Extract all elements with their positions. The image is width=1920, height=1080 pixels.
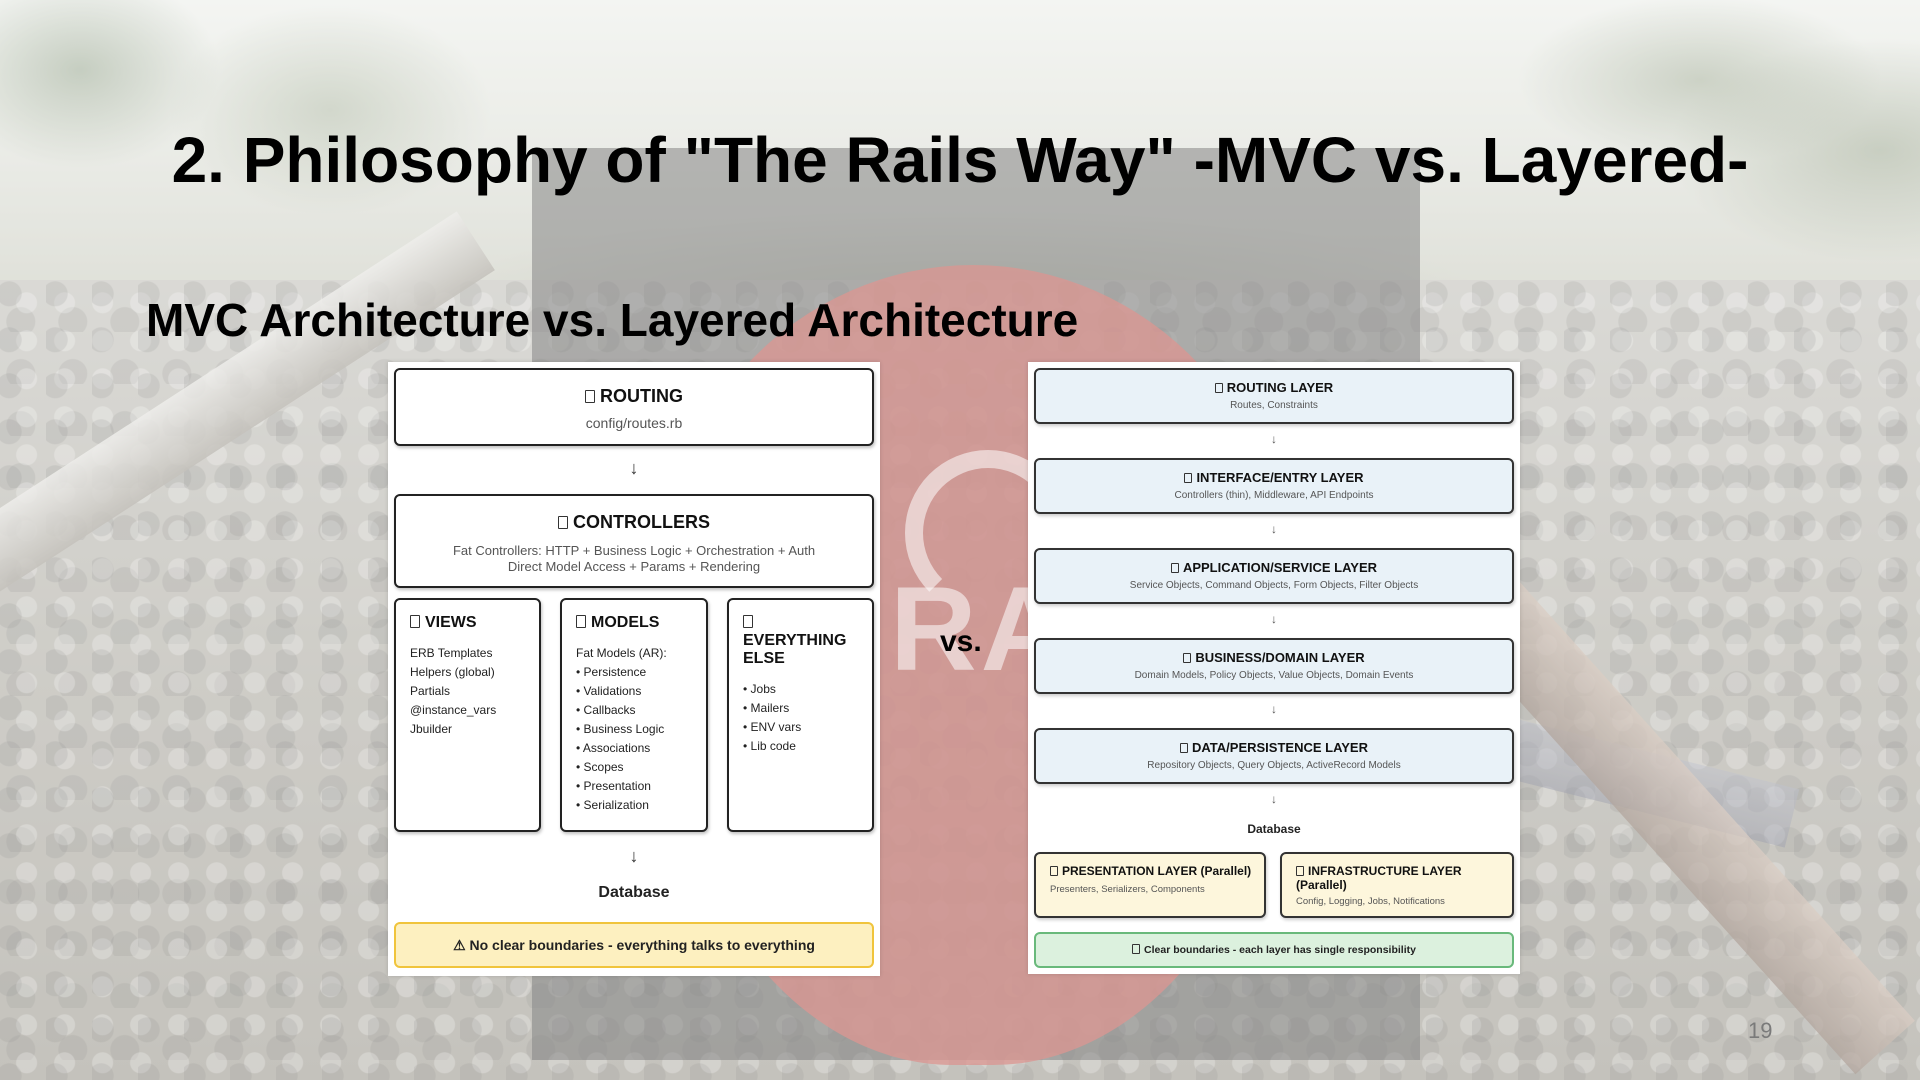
- list-item: • Presentation: [576, 779, 651, 793]
- mvc-models-title: MODELS: [591, 614, 660, 631]
- mvc-views-list: ERB Templates Helpers (global) Partials …: [410, 644, 539, 739]
- box-glyph-icon: [1214, 383, 1223, 393]
- list-item: • ENV vars: [743, 720, 802, 734]
- mvc-diagram: ROUTING config/routes.rb ↓ CONTROLLERS F…: [388, 362, 880, 976]
- mvc-controllers-box: CONTROLLERS Fat Controllers: HTTP + Busi…: [394, 494, 874, 588]
- infrastructure-layer-subtitle: Config, Logging, Jobs, Notifications: [1296, 896, 1445, 907]
- list-item: • Scopes: [576, 760, 624, 774]
- layer-title: INTERFACE/ENTRY LAYER: [1196, 470, 1364, 485]
- layer-subtitle: Repository Objects, Query Objects, Activ…: [1147, 760, 1401, 771]
- data-persistence-layer-box: DATA/PERSISTENCE LAYER Repository Object…: [1034, 728, 1514, 784]
- box-glyph-icon: [558, 516, 568, 529]
- mvc-everything-else-box: EVERYTHING ELSE • Jobs • Mailers • ENV v…: [727, 598, 874, 832]
- mvc-views-box: VIEWS ERB Templates Helpers (global) Par…: [394, 598, 541, 832]
- layer-title: ROUTING LAYER: [1226, 380, 1334, 395]
- routing-layer-box: ROUTING LAYER Routes, Constraints: [1034, 368, 1514, 424]
- layer-arrow-down-icon: ↓: [1271, 522, 1277, 536]
- list-item: • Business Logic: [576, 722, 665, 736]
- page-number: 19: [1748, 1018, 1773, 1043]
- list-item: @instance_vars: [410, 703, 497, 717]
- layer-subtitle: Routes, Constraints: [1230, 400, 1318, 411]
- layer-arrow-down-icon: ↓: [1271, 702, 1277, 716]
- box-glyph-icon: [1184, 473, 1193, 483]
- layered-success-banner: Clear boundaries - each layer has single…: [1034, 932, 1514, 968]
- mvc-routing-subtitle: config/routes.rb: [585, 415, 683, 431]
- list-item: Partials: [410, 684, 451, 698]
- box-glyph-icon: [1296, 866, 1304, 876]
- mvc-database-label: Database: [598, 884, 670, 901]
- list-item: • Associations: [576, 741, 651, 755]
- mvc-everything-else-title-line1: EVERYTHING: [743, 632, 847, 649]
- layer-arrow-down-icon: ↓: [1271, 612, 1277, 626]
- vs-label: vs.: [940, 625, 982, 658]
- mvc-routing-title: ROUTING: [600, 386, 683, 406]
- box-glyph-icon: [743, 615, 753, 628]
- layer-title: BUSINESS/DOMAIN LAYER: [1195, 650, 1365, 665]
- business-domain-layer-box: BUSINESS/DOMAIN LAYER Domain Models, Pol…: [1034, 638, 1514, 694]
- list-item: • Mailers: [743, 701, 790, 715]
- box-glyph-icon: [1183, 653, 1192, 663]
- slide-title: 2. Philosophy of "The Rails Way" -MVC vs…: [171, 124, 1749, 196]
- mvc-controllers-line2: Direct Model Access + Params + Rendering: [507, 559, 761, 574]
- box-glyph-icon: [1050, 866, 1058, 876]
- layer-subtitle: Controllers (thin), Middleware, API Endp…: [1174, 490, 1374, 501]
- layer-arrow-down-icon: ↓: [1271, 792, 1277, 806]
- layered-diagram: ROUTING LAYER Routes, Constraints ↓ INTE…: [1028, 362, 1520, 974]
- box-glyph-icon: [576, 615, 586, 628]
- list-item: • Callbacks: [576, 703, 636, 717]
- presentation-layer-box: PRESENTATION LAYER (Parallel) Presenters…: [1034, 852, 1266, 918]
- mvc-models-box: MODELS Fat Models (AR): • Persistence • …: [560, 598, 708, 832]
- application-service-layer-box: APPLICATION/SERVICE LAYER Service Object…: [1034, 548, 1514, 604]
- mvc-controllers-title: CONTROLLERS: [573, 512, 710, 532]
- mvc-arrow-down-icon: ↓: [629, 458, 639, 478]
- layer-subtitle: Service Objects, Command Objects, Form O…: [1129, 580, 1419, 591]
- mvc-routing-box: ROUTING config/routes.rb: [394, 368, 874, 446]
- list-item: Jbuilder: [410, 722, 453, 736]
- list-item: • Jobs: [743, 682, 776, 696]
- mvc-views-title: VIEWS: [425, 614, 477, 631]
- list-item: Fat Models (AR):: [576, 646, 667, 660]
- box-glyph-icon: [1170, 563, 1179, 573]
- box-glyph-icon: [1132, 944, 1141, 954]
- infrastructure-layer-title-line2: (Parallel): [1296, 878, 1347, 892]
- slide-subtitle: MVC Architecture vs. Layered Architectur…: [146, 294, 1079, 346]
- layer-subtitle: Domain Models, Policy Objects, Value Obj…: [1134, 670, 1414, 681]
- mvc-arrow-down-icon: ↓: [629, 846, 639, 866]
- layered-success-text: Clear boundaries - each layer has single…: [1144, 944, 1416, 956]
- interface-entry-layer-box: INTERFACE/ENTRY LAYER Controllers (thin)…: [1034, 458, 1514, 514]
- layer-title: APPLICATION/SERVICE LAYER: [1182, 560, 1378, 575]
- presentation-layer-title: PRESENTATION LAYER (Parallel): [1062, 864, 1252, 878]
- infrastructure-layer-box: INFRASTRUCTURE LAYER (Parallel) Config, …: [1280, 852, 1514, 918]
- mvc-warning-banner: ⚠ No clear boundaries - everything talks…: [394, 922, 874, 968]
- presentation-layer-subtitle: Presenters, Serializers, Components: [1050, 884, 1205, 895]
- mvc-everything-else-title-line2: ELSE: [743, 650, 785, 667]
- mvc-everything-else-list: • Jobs • Mailers • ENV vars • Lib code: [743, 680, 872, 756]
- mvc-models-list: Fat Models (AR): • Persistence • Validat…: [576, 644, 706, 815]
- infrastructure-layer-title-line1: INFRASTRUCTURE LAYER: [1308, 864, 1462, 878]
- layer-title: DATA/PERSISTENCE LAYER: [1191, 740, 1368, 755]
- box-glyph-icon: [1179, 743, 1188, 753]
- box-glyph-icon: [585, 390, 595, 403]
- box-glyph-icon: [410, 615, 420, 628]
- list-item: Helpers (global): [410, 665, 495, 679]
- list-item: • Serialization: [576, 798, 649, 812]
- list-item: • Validations: [576, 684, 642, 698]
- list-item: • Persistence: [576, 665, 647, 679]
- layer-arrow-down-icon: ↓: [1271, 432, 1277, 446]
- layered-database-label: Database: [1247, 822, 1301, 836]
- list-item: ERB Templates: [410, 646, 493, 660]
- mvc-controllers-line1: Fat Controllers: HTTP + Business Logic +…: [452, 543, 816, 558]
- list-item: • Lib code: [743, 739, 796, 753]
